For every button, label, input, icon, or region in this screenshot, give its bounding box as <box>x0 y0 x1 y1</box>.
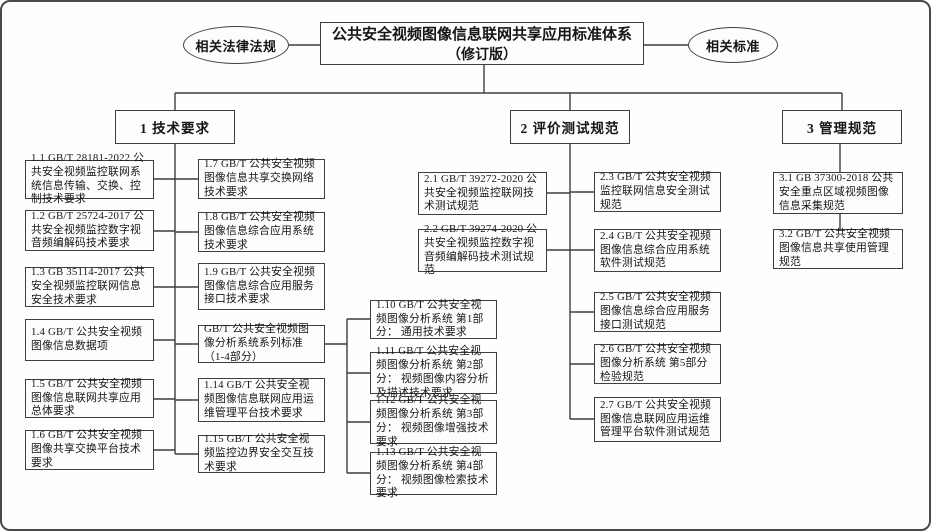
node-1-9: 1.9 GB/T 公共安全视频图像信息综合应用服务接口技术要求 <box>198 263 325 310</box>
node-2-1: 2.1 GB/T 39272-2020 公共安全视频监控联网技术测试规范 <box>418 172 547 215</box>
branch-header-evaluation-test: 2 评价测试规范 <box>510 110 630 144</box>
node-2-6: 2.6 GB/T 公共安全视频图像分析系统 第5部分 检验规范 <box>594 343 721 384</box>
root-title-line2: （修订版） <box>447 48 517 63</box>
node-1-6: 1.6 GB/T 公共安全视频图像共享交换平台技术要求 <box>25 429 154 470</box>
node-2-2: 2.2 GB/T 39274-2020 公共安全视频监控数字视音频编解码技术测试… <box>418 223 547 276</box>
node-1-12: 1.12 GB/T 公共安全视频图像分析系统 第3部分： 视频图像增强技术要求 <box>370 394 497 448</box>
node-2-3: 2.3 GB/T 公共安全视频监控联网信息安全测试规范 <box>594 171 721 212</box>
related-laws-ellipse: 相关法律法规 <box>183 26 289 64</box>
related-standards-ellipse: 相关标准 <box>688 27 778 63</box>
node-1-4: 1.4 GB/T 公共安全视频图像信息数据项 <box>25 319 154 361</box>
node-series-standards: GB/T 公共安全视频图像分析系统系列标准（1-4部分） <box>198 323 325 363</box>
branch-header-technical-requirements: 1 技术要求 <box>115 110 235 144</box>
node-1-5: 1.5 GB/T 公共安全视频图像信息联网共享应用总体要求 <box>25 378 154 418</box>
node-1-1: 1.1 GB/T 28181-2022 公共安全视频监控联网系统信息传输、交换、… <box>25 152 154 205</box>
node-3-1: 3.1 GB 37300-2018 公共安全重点区域视频图像信息采集规范 <box>773 172 903 214</box>
node-1-15: 1.15 GB/T 公共安全视频监控边界安全交互技术要求 <box>198 433 325 473</box>
root-title-line1: 公共安全视频图像信息联网共享应用标准体系 <box>331 27 632 43</box>
node-1-2: 1.2 GB/T 25724-2017 公共安全视频监控数字视音频编解码技术要求 <box>25 210 154 251</box>
node-1-10: 1.10 GB/T 公共安全视频图像分析系统 第1部分： 通用技术要求 <box>370 299 497 339</box>
node-2-5: 2.5 GB/T 公共安全视频图像信息综合应用服务接口测试规范 <box>594 291 721 332</box>
node-2-4: 2.4 GB/T 公共安全视频图像信息综合应用系统软件测试规范 <box>594 229 721 272</box>
node-3-2: 3.2 GB/T 公共安全视频图像信息共享使用管理规范 <box>773 228 903 269</box>
node-1-8: 1.8 GB/T 公共安全视频图像信息综合应用系统技术要求 <box>198 211 325 252</box>
node-1-13: 1.13 GB/T 公共安全视频图像分析系统 第4部分： 视频图像检索技术要求 <box>370 446 497 499</box>
root-title-box: 公共安全视频图像信息联网共享应用标准体系 （修订版） <box>320 22 644 65</box>
branch-header-management: 3 管理规范 <box>782 110 902 144</box>
node-2-7: 2.7 GB/T 公共安全视频图像信息联网应用运维管理平台软件测试规范 <box>594 397 721 442</box>
node-1-3: 1.3 GB 35114-2017 公共安全视频监控联网信息安全技术要求 <box>25 266 154 307</box>
node-1-14: 1.14 GB/T 公共安全视频图像信息联网应用运维管理平台技术要求 <box>198 378 325 422</box>
node-1-7: 1.7 GB/T 公共安全视频图像信息共享交换网络技术要求 <box>198 158 325 199</box>
node-1-11: 1.11 GB/T 公共安全视频图像分析系统 第2部分： 视频图像内容分析及描述… <box>370 345 497 399</box>
